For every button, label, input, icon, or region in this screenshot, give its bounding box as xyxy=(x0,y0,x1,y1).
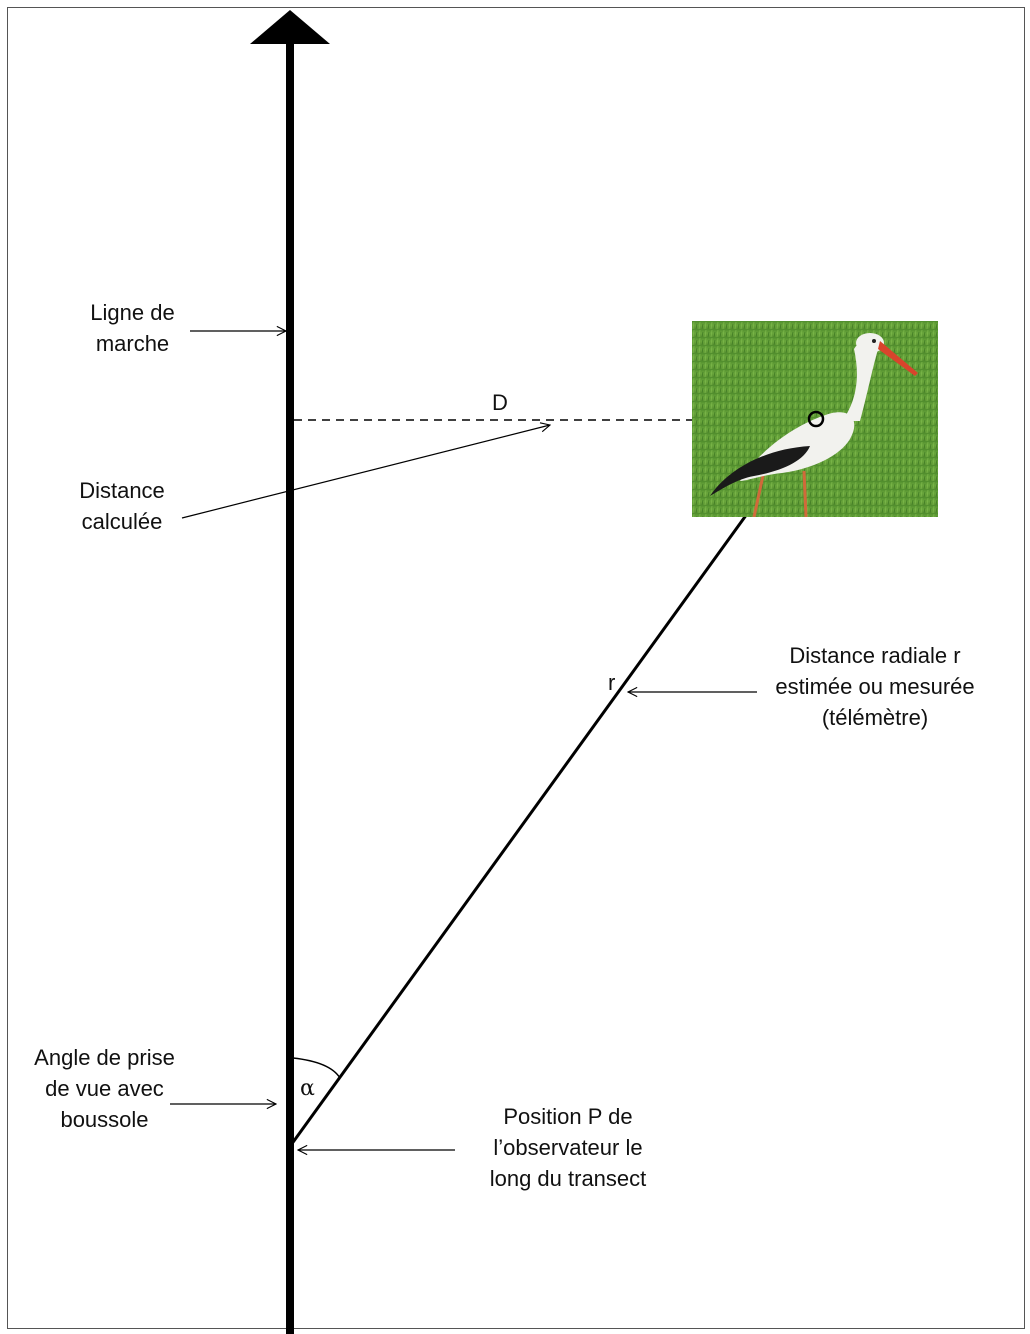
observer-position-label: Position P de l’observateur le long du t… xyxy=(452,1101,684,1194)
observer-position-label-line-1: Position P de xyxy=(503,1104,633,1129)
perpendicular-distance-symbol: D xyxy=(492,390,508,415)
sighting-angle-label-line-1: Angle de prise xyxy=(34,1045,175,1070)
angle-arc xyxy=(292,1057,341,1079)
stork-photo xyxy=(692,321,938,517)
walk-direction-arrowhead xyxy=(250,10,330,44)
observer-position-label-line-2: l’observateur le xyxy=(493,1135,643,1160)
computed-distance-callout xyxy=(181,425,550,519)
computed-distance-label: Distance calculée xyxy=(47,475,197,537)
sighting-angle-label-line-3: boussole xyxy=(60,1107,149,1132)
angle-symbol: α xyxy=(300,1076,315,1101)
walk-line-label: Ligne de marche xyxy=(60,297,205,359)
walk-line-label-line-2: marche xyxy=(95,331,170,356)
sighting-angle-label-line-2: de vue avec xyxy=(45,1076,164,1101)
radial-distance-label-line-2: estimée ou mesurée xyxy=(775,674,975,699)
radial-distance-line xyxy=(289,423,814,1146)
radial-distance-label: Distance radiale r estimée ou mesurée (t… xyxy=(740,640,1010,733)
radial-distance-label-line-1: Distance radiale r xyxy=(789,643,961,668)
observer-position-label-line-3: long du transect xyxy=(489,1166,647,1191)
diagram-frame xyxy=(7,7,1025,1329)
walk-line-label-line-1: Ligne de xyxy=(90,300,175,325)
radial-distance-label-line-3: (télémètre) xyxy=(821,705,929,730)
computed-distance-label-line-1: Distance xyxy=(79,478,165,503)
sighting-angle-label: Angle de prise de vue avec boussole xyxy=(2,1042,207,1135)
radial-distance-symbol: r xyxy=(608,670,616,695)
computed-distance-label-line-2: calculée xyxy=(81,509,163,534)
